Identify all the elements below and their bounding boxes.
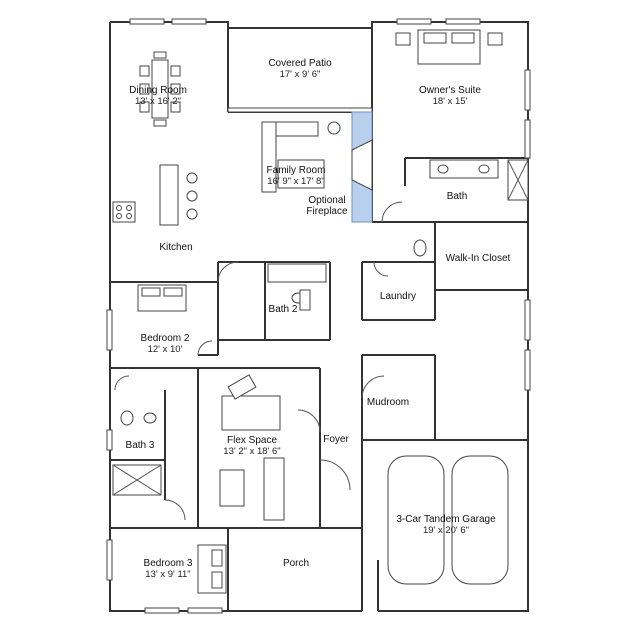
kitchen-island: [112, 164, 198, 226]
windows: [106, 18, 531, 614]
flex-space-label: Flex Space: [227, 435, 277, 446]
laundry-label: Laundry: [380, 291, 416, 302]
bath-label: Bath: [447, 191, 468, 202]
bedroom2-label: Bedroom 2: [141, 333, 190, 344]
interior-walls: [110, 28, 528, 611]
bedroom3-bed: [197, 544, 227, 594]
bedroom2-dims: 12' x 10': [148, 344, 183, 355]
dining-room-dims: 13' x 16' 2": [135, 96, 181, 107]
bath3-fixtures: [112, 410, 162, 496]
room-labels: Dining Room 13' x 16' 2" Covered Patio 1…: [126, 58, 511, 580]
kitchen-label: Kitchen: [159, 242, 192, 253]
bedroom2-bed: [137, 284, 187, 312]
patio-dims: 17' x 9' 6": [280, 69, 321, 80]
dining-room-label: Dining Room: [129, 85, 187, 96]
owners-bed: [395, 29, 503, 65]
foyer-label: Foyer: [323, 434, 349, 445]
owners-suite-label: Owner's Suite: [419, 85, 481, 96]
bath2-label: Bath 2: [269, 304, 298, 315]
family-room-dims: 16' 9" x 17' 8": [267, 176, 324, 187]
bedroom3-label: Bedroom 3: [144, 558, 193, 569]
flex-furniture: [219, 374, 285, 521]
fireplace: [351, 111, 373, 223]
walk-in-closet-label: Walk-In Closet: [446, 253, 511, 264]
garage-dims: 19' x 20' 6": [423, 525, 469, 536]
mudroom-label: Mudroom: [367, 397, 409, 408]
fireplace-label-line1: Optional: [308, 195, 345, 206]
sectional-sofa: [261, 121, 341, 193]
doors: [114, 201, 403, 521]
owners-suite-dims: 18' x 15': [433, 96, 468, 107]
bath2-fixtures: [267, 263, 327, 311]
patio-label: Covered Patio: [268, 58, 332, 69]
dining-table: [139, 51, 181, 127]
fireplace-label-line2: Fireplace: [306, 206, 348, 217]
bath3-label: Bath 3: [126, 440, 155, 451]
family-room-label: Family Room: [267, 165, 326, 176]
master-bath-fixtures: [413, 159, 529, 257]
garage-label: 3-Car Tandem Garage: [396, 514, 496, 525]
garage-cars: [387, 455, 509, 585]
bedroom3-dims: 13' x 9' 11": [145, 569, 190, 580]
porch-label: Porch: [283, 558, 309, 569]
flex-space-dims: 13' 2" x 18' 6": [223, 446, 280, 457]
